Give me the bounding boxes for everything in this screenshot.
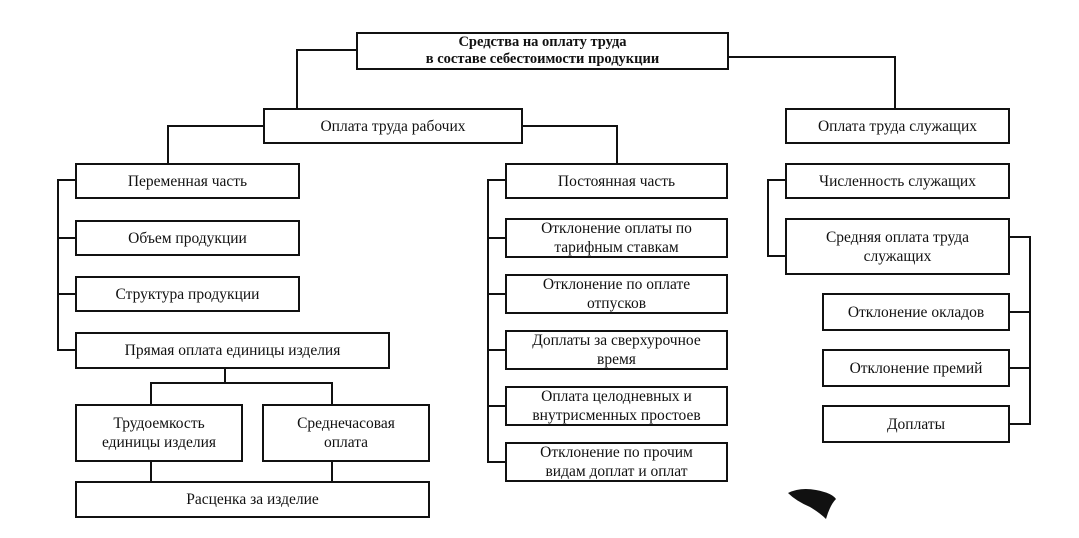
ink-blot [788,489,836,519]
hourly-pay-node: Среднечасовая оплата [262,404,430,462]
production-volume-node: Объем продукции [75,220,300,256]
connector-employees-bracket [767,179,785,257]
fixed-part-node: Постоянная часть [505,163,728,199]
employees-avg-pay-node: Средняя оплата труда служащих [785,218,1010,275]
tariff-deviation-node: Отклонение оплаты по тарифным ставкам [505,218,728,258]
variable-part-node: Переменная часть [75,163,300,199]
connector-avg-bracket [1010,236,1031,425]
connector-workers-fixed [523,125,618,165]
vacation-deviation-node: Отклонение по оплате отпусков [505,274,728,314]
connector-direct-split [150,382,333,404]
employees-count-node: Численность служащих [785,163,1010,199]
labor-intensity-node: Трудоемкость единицы изделия [75,404,243,462]
connector-variable-bracket [57,179,75,351]
production-structure-node: Структура продукции [75,276,300,312]
connector-root-employees [729,56,896,108]
workers-pay-node: Оплата труда рабочих [263,108,523,144]
root-node: Средства на оплату труда в составе себес… [356,32,729,70]
bonus-deviation-node: Отклонение премий [822,349,1010,387]
other-deviation-node: Отклонение по прочим видам доплат и опла… [505,442,728,482]
connector-workers-variable [167,125,263,165]
surcharges-node: Доплаты [822,405,1010,443]
employees-pay-node: Оплата труда служащих [785,108,1010,144]
overtime-node: Доплаты за сверхурочное время [505,330,728,370]
connector-fixed-bracket [487,179,505,463]
connector-root-workers [296,49,356,108]
downtime-pay-node: Оплата целодневных и внутрисменных прост… [505,386,728,426]
salary-deviation-node: Отклонение окладов [822,293,1010,331]
piece-rate-node: Расценка за изделие [75,481,430,518]
direct-unit-pay-node: Прямая оплата единицы изделия [75,332,390,369]
